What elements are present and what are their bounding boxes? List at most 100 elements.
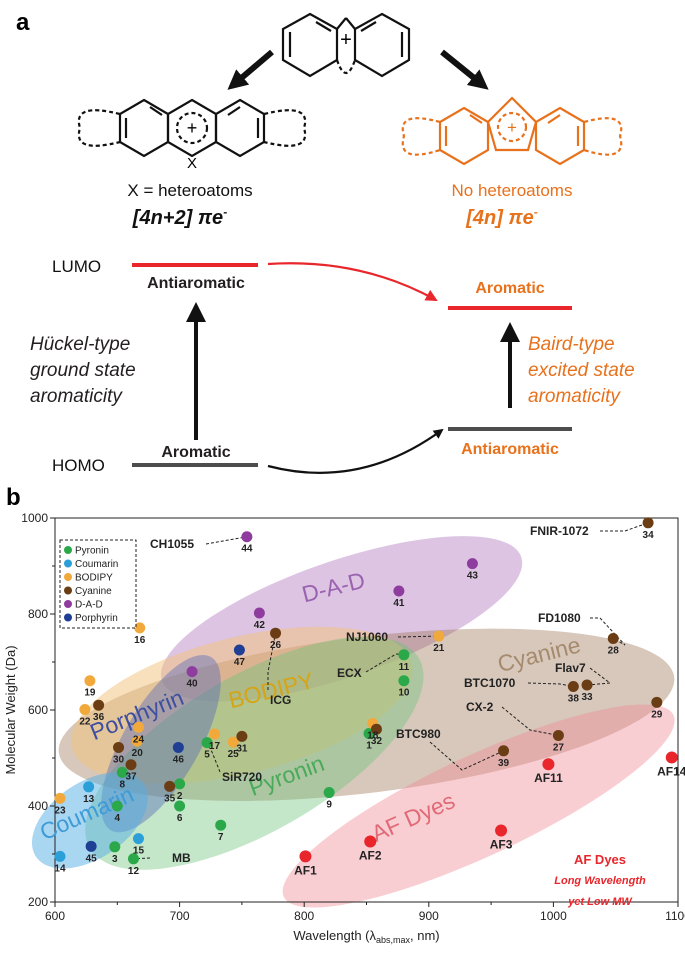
x-tick-label: 700 [170,909,190,923]
point-6 [174,800,186,812]
point-9 [323,787,335,799]
point-8 [116,766,128,778]
legend-marker-pyronin [64,546,72,554]
point-27 [552,729,564,741]
point-label-23: 23 [54,805,66,816]
point-29 [651,696,663,708]
dye-label-btc980: BTC980 [396,727,441,741]
point-label-27: 27 [553,742,565,753]
left-description: Hückel-type ground state aromaticity [30,334,136,407]
svg-text:aromaticity: aromaticity [528,386,621,407]
legend-label-d-a-d: D-A-D [75,600,103,611]
point-label-35: 35 [164,793,176,804]
y-axis-label: Molecular Weight (Da) [3,645,18,774]
point-14 [54,850,66,862]
leader-fnir-1072 [600,522,649,532]
point-34 [642,517,654,529]
panel-label-b: b [6,484,21,511]
dye-label-fnir-1072: FNIR-1072 [530,524,589,538]
legend-marker-porphyrin [64,613,72,622]
right-lumo-state: Aromatic [475,280,544,297]
af-label-af3: AF3 [490,837,513,851]
point-label-19: 19 [84,688,96,699]
cluster-ellipse-af [282,704,675,908]
x-tick-label: 1000 [540,909,567,923]
leader-fd1080 [590,617,626,646]
point-label-25: 25 [228,749,240,760]
point-label-26: 26 [270,640,282,651]
point-label-47: 47 [234,657,246,668]
point-label-40: 40 [186,679,198,690]
point-40 [186,666,198,678]
point-35 [164,780,176,792]
legend-label-bodipy: BODIPY [75,573,113,584]
data-points [54,517,678,865]
legend-label-cyanine: Cyanine [75,586,112,597]
lumo-transfer-arrow [267,262,438,301]
point-label-39: 39 [498,758,510,769]
left-plus: + [187,118,198,138]
point-label-28: 28 [608,645,620,656]
dye-label-nj1060: NJ1060 [346,630,388,644]
point-label-17: 17 [209,741,221,752]
point-label-46: 46 [173,754,185,765]
point-36 [93,699,105,711]
point-label-16: 16 [134,635,146,646]
point-label-12: 12 [128,866,140,877]
homo-transfer-arrow [267,428,444,474]
point-label-31: 31 [236,743,248,754]
dye-label-flav7: Flav7 [555,661,586,675]
point-label-29: 29 [651,709,663,720]
point-label-41: 41 [393,598,405,609]
af-label-af14: AF14 [657,765,685,779]
x-tick-label: 1100 [665,909,685,923]
point-label-36: 36 [93,712,105,723]
point-43 [466,558,478,570]
point-label-43: 43 [467,571,479,582]
arrow-to-left [227,49,274,90]
point-label-37: 37 [125,772,137,783]
point-15 [132,833,144,845]
point-21 [433,630,445,642]
point-labels: CH1055FNIR-1072NJ1060FD1080Flav7BTC1070C… [54,524,685,877]
point-31 [236,730,248,742]
legend-box [59,539,137,629]
right-structure [401,96,623,166]
af-label-af1: AF1 [294,863,317,877]
point-label-11: 11 [399,662,410,673]
plus-sign: + [340,29,352,51]
point-label-10: 10 [398,688,410,699]
leader-ch1055 [205,536,247,545]
dye-label-btc1070: BTC1070 [464,676,516,690]
y-tick-label: 600 [28,703,48,717]
point-label-20: 20 [132,748,144,759]
y-tick-label: 1000 [21,511,48,525]
point-16 [134,622,146,634]
point-2 [174,778,186,790]
af-point-af1 [299,850,312,863]
leader-nj1060 [397,635,439,638]
leader-mb [133,857,151,860]
point-label-3: 3 [112,854,118,865]
point-32 [370,723,382,735]
point-38 [567,680,579,692]
point-24 [132,721,144,733]
left-rule: [4n+2] πe- [132,205,227,229]
point-label-9: 9 [326,800,332,811]
svg-text:ground state: ground state [30,360,136,381]
svg-text:aromaticity: aromaticity [30,386,123,407]
point-label-1: 1 [366,741,372,752]
af-point-af3 [495,824,508,837]
af-point-af14 [665,751,678,764]
af-label-af11: AF11 [534,771,563,785]
point-label-2: 2 [177,791,183,802]
svg-text:Hückel-type: Hückel-type [30,334,130,355]
point-label-6: 6 [177,813,183,824]
homo-label: HOMO [52,456,105,475]
point-label-38: 38 [568,693,580,704]
point-10 [398,675,410,687]
legend-label-pyronin: Pyronin [75,546,109,557]
left-homo-state: Aromatic [161,444,230,461]
legend-marker-cyanine [64,586,72,595]
